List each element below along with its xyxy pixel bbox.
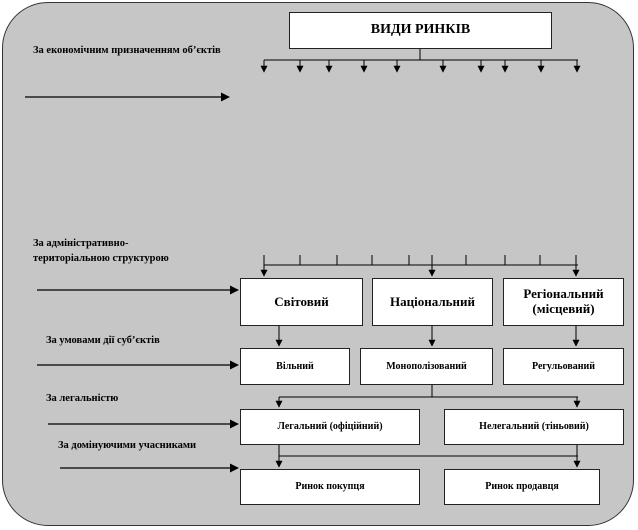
criterion-legality: За легальністю (46, 393, 119, 404)
box-regulated-market: Регульований (503, 348, 624, 385)
box-shadow-market: Нелегальний (тіньовий) (444, 409, 624, 445)
title-box: ВИДИ РИНКІВ (289, 12, 552, 49)
title-text: ВИДИ РИНКІВ (370, 22, 471, 38)
criterion-administrative-structure: За адміністративно-територіальною структ… (33, 238, 169, 265)
box-buyer-market: Ринок покупця (240, 469, 420, 505)
legality-connectors (275, 385, 581, 408)
territorial-connectors (260, 255, 580, 277)
box-legal-market: Легальний (офіційний) (240, 409, 420, 445)
criterion-relations-of-subjects: За умовами дії суб’єктів (46, 335, 160, 346)
competition-connectors (275, 326, 580, 347)
criterion-dominant-participants: За домінуючими учасниками (58, 440, 197, 451)
economic-purpose-connectors (260, 49, 581, 73)
box-free-market: Вільний (240, 348, 350, 385)
criterion-arrows (25, 92, 239, 473)
box-regional-market: Регіональний (місцевий) (503, 278, 624, 326)
box-national-market: Національний (372, 278, 493, 326)
dominance-connectors (275, 445, 581, 468)
criterion-economic-purpose: За економічним призначенням об’єктів (33, 45, 221, 56)
box-world-market: Світовий (240, 278, 363, 326)
box-monopolized-market: Монополізований (360, 348, 493, 385)
box-seller-market: Ринок продавця (444, 469, 600, 505)
